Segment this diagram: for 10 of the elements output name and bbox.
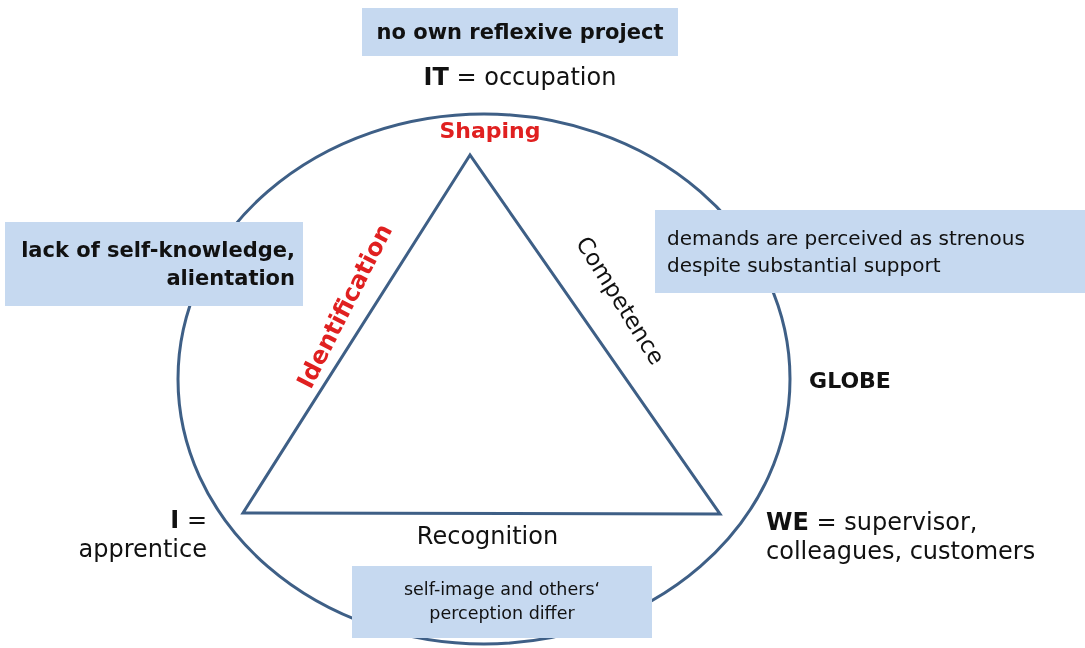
note-box: demands are perceived as strenous despite substantial support (655, 210, 1085, 293)
globe-label: GLOBE (808, 368, 892, 395)
note-box: self-image and others‘ perception differ (352, 566, 652, 638)
note-box: lack of self-knowledge, alientation (5, 222, 303, 306)
vertex-label: WE = supervisor, colleagues, customers (766, 508, 1037, 566)
note-box: no own reflexive project (362, 8, 678, 56)
vertex-label: I = apprentice (77, 506, 207, 564)
side-label: Recognition (415, 522, 560, 551)
vertex-label: Shaping (438, 118, 542, 145)
occupation-label: IT = occupation (422, 63, 618, 92)
